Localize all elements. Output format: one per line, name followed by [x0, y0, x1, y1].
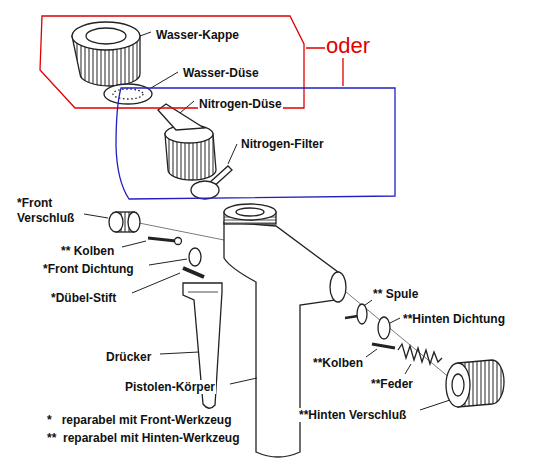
- callout-label-holder: * reparabel mit Front-Werkzeug: [46, 410, 232, 428]
- callout-label: * reparabel mit Front-Werkzeug: [46, 413, 232, 427]
- part-label: Nitrogen-Düse: [198, 97, 283, 111]
- spring: [398, 344, 442, 364]
- connector-label-holder: oder: [325, 34, 371, 58]
- part-label: Wasser-Düse: [182, 66, 260, 80]
- callout-label-holder: *Dübel-Stift: [50, 288, 117, 306]
- water-nozzle: [104, 84, 152, 104]
- part-label-holder: Wasser-Düse: [182, 63, 260, 81]
- callout-label-holder: ** Kolben: [60, 241, 115, 259]
- callout-label-holder: **Hinten Dichtung: [402, 309, 506, 327]
- callout-label: **Feder: [370, 377, 414, 391]
- callout-label: Drücker: [105, 350, 152, 364]
- callout-label-holder: *Front Verschluß: [16, 196, 80, 226]
- rear-seal: [378, 317, 390, 339]
- callout-label: Pistolen-Körper: [124, 380, 216, 394]
- region-outline: Nitrogen-DüseNitrogen-Filter: [113, 86, 398, 201]
- front-seal: [189, 248, 201, 266]
- callout-label: ** Spule: [372, 287, 419, 301]
- callout-label-holder: Pistolen-Körper: [124, 377, 216, 395]
- callout-label: *Front Dichtung: [42, 262, 135, 276]
- callout-label-holder: Drücker: [105, 347, 152, 365]
- callout-label: *Dübel-Stift: [50, 291, 117, 305]
- callout-label: *Front Verschluß: [16, 196, 80, 226]
- callout-label: ** reparabel mit Hinten-Werkzeug: [46, 431, 241, 445]
- part-label: Nitrogen-Filter: [240, 137, 325, 151]
- callout-label: **Hinten Dichtung: [402, 312, 506, 326]
- callout-label-holder: ** Spule: [372, 284, 419, 302]
- part-label-holder: Nitrogen-Düse: [198, 94, 283, 112]
- callout-label-holder: ** reparabel mit Hinten-Werkzeug: [46, 428, 241, 446]
- callout-label: ** Kolben: [60, 244, 115, 258]
- water-cap-top: [72, 22, 140, 50]
- spool: [345, 316, 358, 318]
- part-label-holder: Wasser-Kappe: [155, 25, 240, 43]
- dowel-pin: [183, 268, 204, 277]
- part-label-holder: Nitrogen-Filter: [240, 134, 325, 152]
- region-outline: Wasser-KappeWasser-Düse: [38, 14, 306, 110]
- front-piston: [148, 238, 176, 241]
- callout-label-holder: **Hinten Verschluß: [298, 405, 407, 423]
- callout-label-holder: **Kolben: [312, 353, 364, 371]
- part-label: Wasser-Kappe: [155, 28, 240, 42]
- callout-label: **Kolben: [312, 356, 364, 370]
- rear-piston: [372, 344, 395, 348]
- callout-label-holder: *Front Dichtung: [42, 259, 135, 277]
- callout-label: **Hinten Verschluß: [298, 408, 407, 422]
- callout-label-holder: **Feder: [370, 374, 414, 392]
- connector-label: oder: [325, 33, 371, 58]
